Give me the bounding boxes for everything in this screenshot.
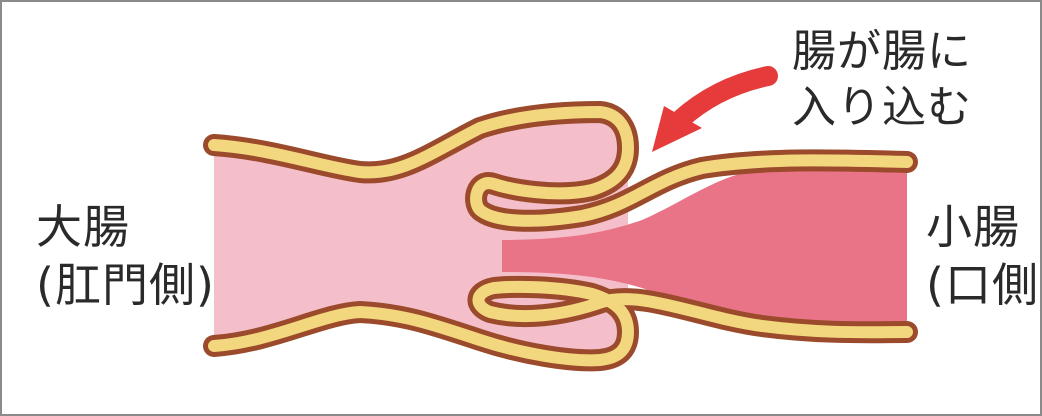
invagination-arrow [652,76,768,152]
large-intestine-label-line1: 大腸 [36,198,215,256]
annotation-label-line2: 入り込む [792,80,972,136]
large-intestine-label-line2: (肛門側) [36,256,215,314]
annotation-label-line1: 腸が腸に [792,24,972,80]
small-intestine-label: 小腸 (口側) [926,198,1042,314]
annotation-label: 腸が腸に 入り込む [792,24,972,136]
small-intestine-label-line2: (口側) [926,256,1042,314]
large-intestine-label: 大腸 (肛門側) [36,198,215,314]
small-intestine-label-line1: 小腸 [926,198,1042,256]
